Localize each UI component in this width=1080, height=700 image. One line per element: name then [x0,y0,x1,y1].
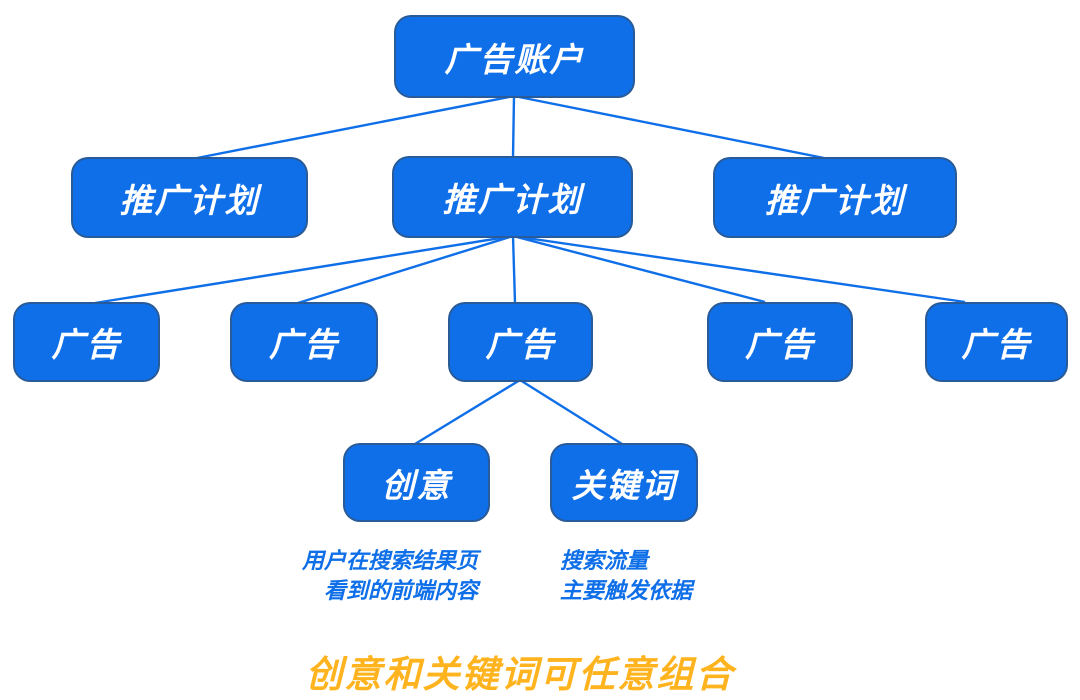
node-keyword-label: 关键词 [571,466,677,504]
edge-plan2-ad2 [297,234,514,305]
node-campaign-1: 推广计划 [71,157,308,238]
edge-account-plan1 [196,94,515,160]
node-ad-1-label: 广告 [51,326,122,363]
node-ad-5-label: 广告 [961,326,1032,363]
node-ad-5: 广告 [925,302,1068,382]
node-ad-2: 广告 [230,302,378,382]
node-campaign-3: 推广计划 [713,157,957,238]
edge-plan2-ad3 [511,235,517,304]
edge-plan2-ad4 [512,234,766,304]
node-ad-4-label: 广告 [745,326,815,363]
node-campaign-1-label: 推广计划 [119,181,260,219]
edge-account-plan2 [511,95,516,159]
edge-account-plan3 [513,94,825,160]
node-keyword: 关键词 [550,443,698,522]
edge-plan2-ad5 [512,234,966,304]
node-ad-1: 广告 [13,302,160,382]
creative-annotation: 用户在搜索结果页 看到的前端内容 [302,546,478,606]
edge-plan2-ad1 [94,234,514,305]
keyword-annotation-line1: 搜索流量 [560,548,649,573]
node-ad-3: 广告 [448,302,593,382]
node-campaign-3-label: 推广计划 [765,181,905,219]
edge-ad3-creative [414,378,521,446]
node-ad-account-label: 广告账户 [444,40,585,78]
node-creative: 创意 [343,443,490,522]
edge-ad3-keyword [519,378,623,446]
node-ad-2-label: 广告 [269,326,339,363]
node-ad-account: 广告账户 [394,15,635,98]
creative-annotation-line1: 用户在搜索结果页 [301,548,478,573]
creative-annotation-line2: 看到的前端内容 [323,578,478,603]
keyword-annotation-line2: 主要触发依据 [560,578,693,603]
node-campaign-2: 推广计划 [392,156,633,238]
node-ad-4: 广告 [707,302,853,382]
node-creative-label: 创意 [381,466,452,504]
footer-caption: 创意和关键词可任意组合 [305,654,735,695]
keyword-annotation: 搜索流量 主要触发依据 [560,546,692,606]
node-campaign-2-label: 推广计划 [442,181,583,218]
node-ad-3-label: 广告 [485,326,556,363]
